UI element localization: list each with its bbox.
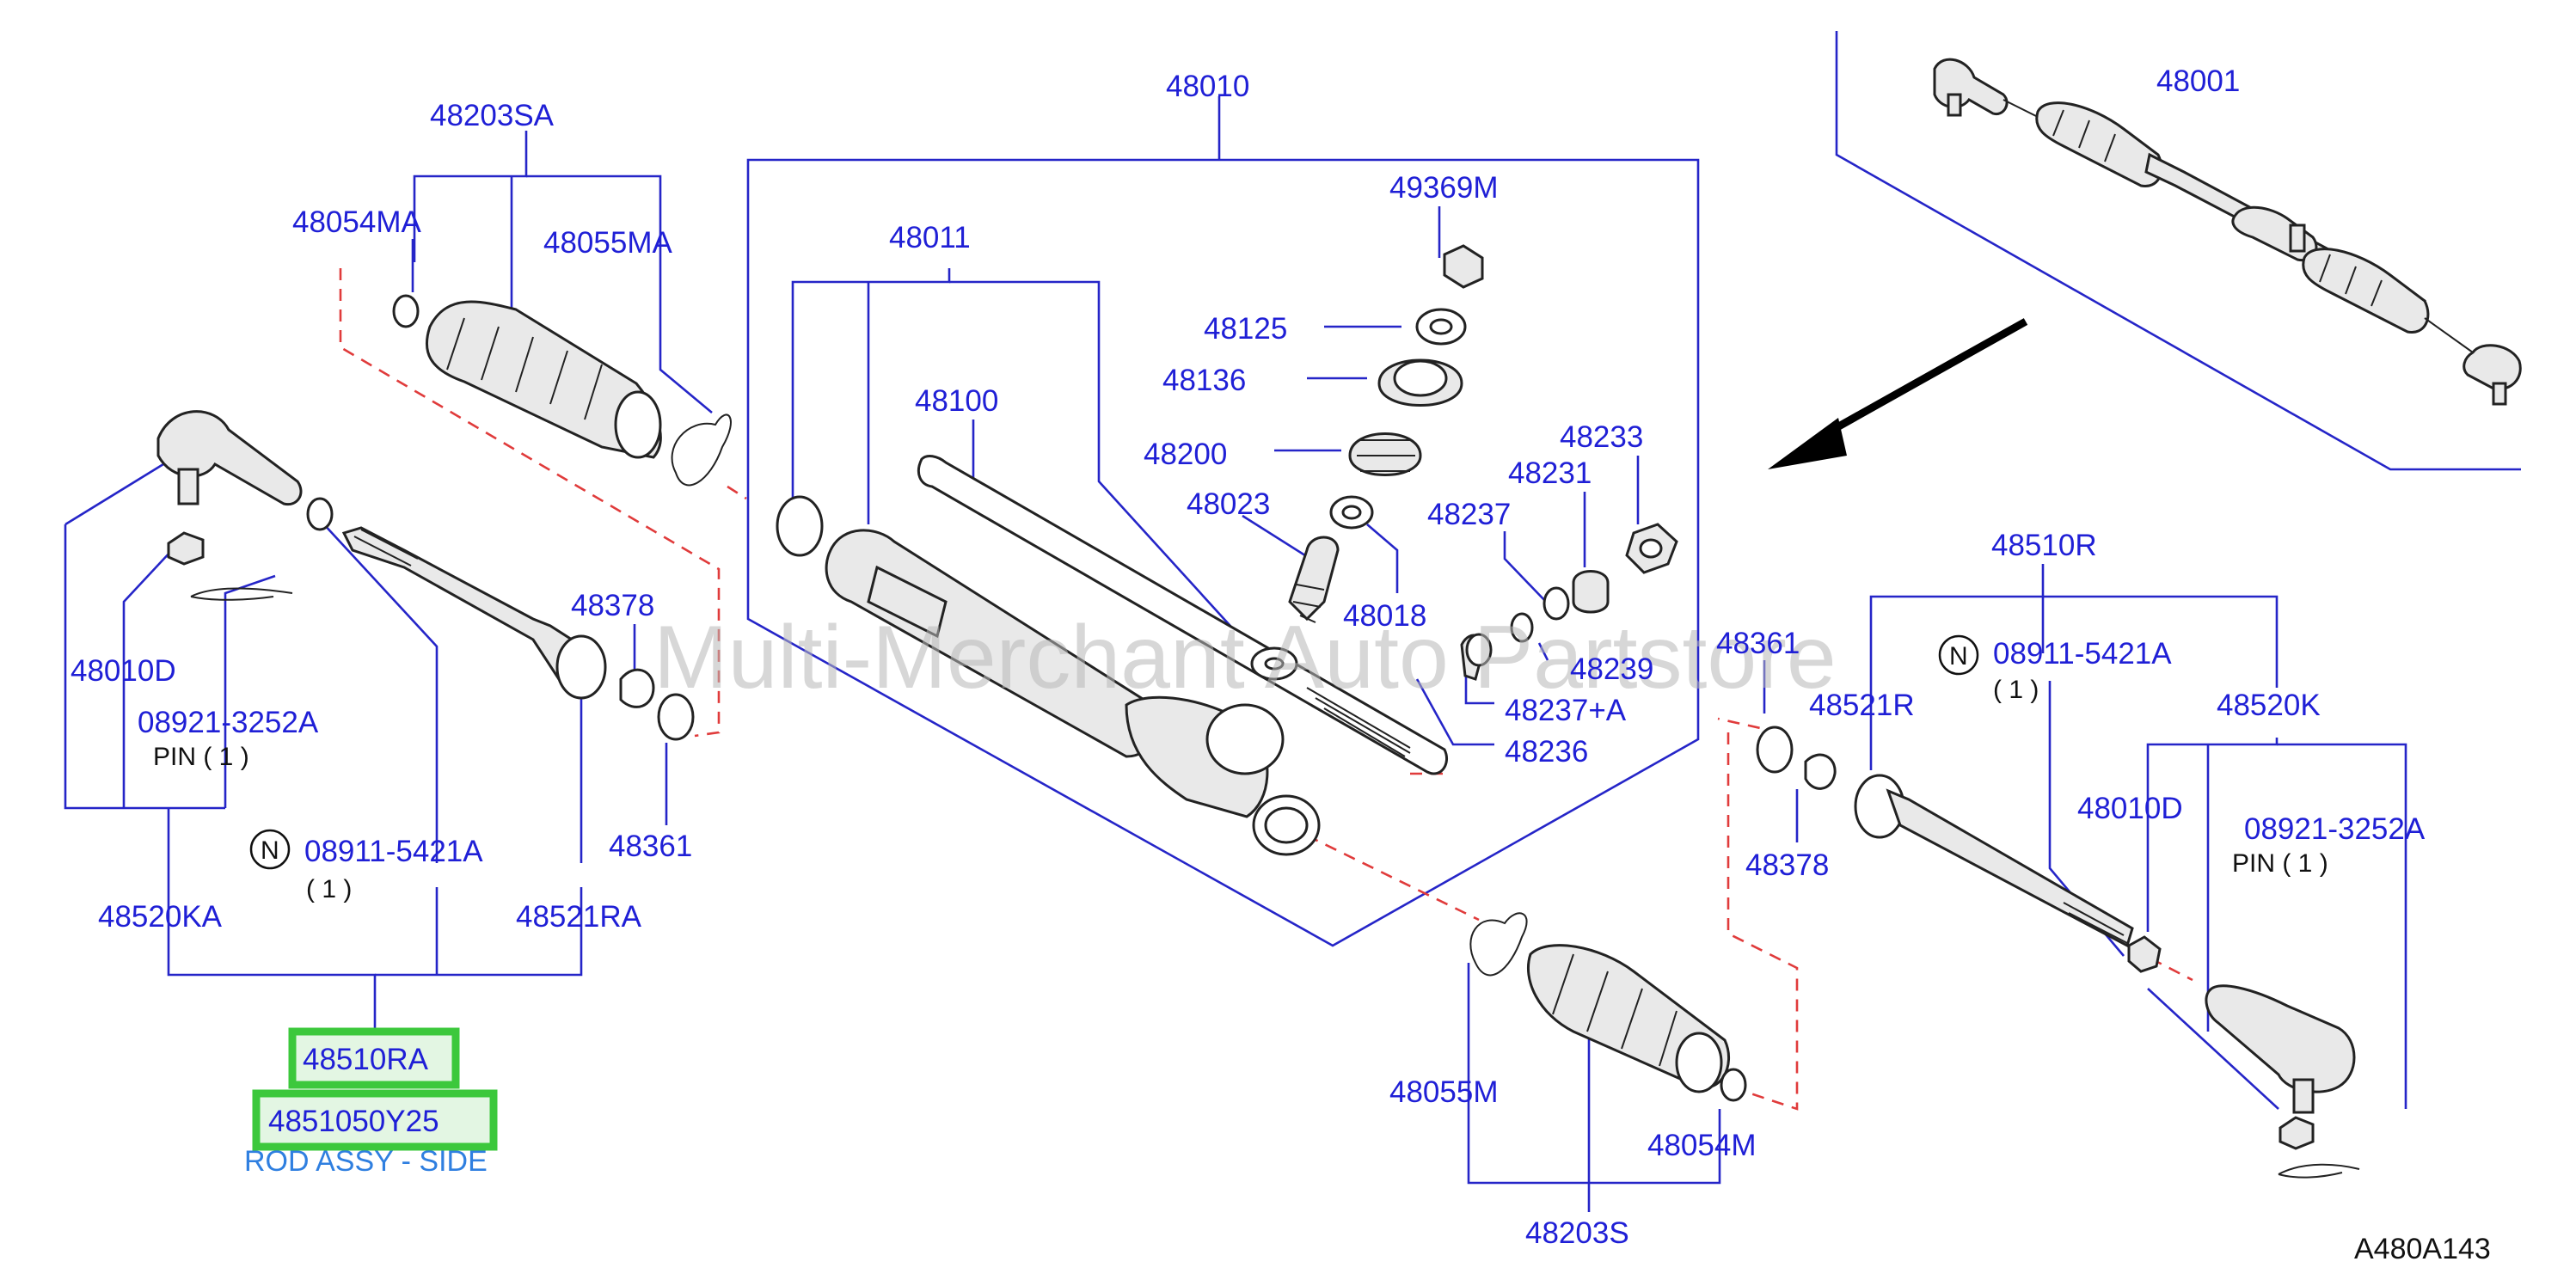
label-48136[interactable]: 48136 bbox=[1162, 364, 1246, 397]
left-tie-rod-end-part bbox=[156, 410, 334, 601]
label-48100[interactable]: 48100 bbox=[915, 384, 998, 418]
label-48520K[interactable]: 48520K bbox=[2217, 689, 2321, 722]
right-inner-rod-part bbox=[1756, 726, 2162, 973]
label-48521R[interactable]: 48521R bbox=[1809, 689, 1915, 722]
label-4851050Y25[interactable]: 4851050Y25 bbox=[268, 1105, 439, 1138]
quantity-08911-left: ( 1 ) bbox=[306, 875, 352, 903]
label-48520KA[interactable]: 48520KA bbox=[98, 900, 223, 934]
label-48231[interactable]: 48231 bbox=[1508, 456, 1592, 490]
pinion-stack-part bbox=[1250, 244, 1484, 681]
adjuster-parts bbox=[1460, 523, 1678, 681]
highlight-box-48510RA bbox=[288, 1027, 460, 1089]
parts bbox=[156, 58, 2522, 1179]
label-48237A[interactable]: 48237+A bbox=[1505, 694, 1627, 727]
label-08921-3252A-right[interactable]: 08921-3252A bbox=[2244, 812, 2426, 846]
label-48510R[interactable]: 48510R bbox=[1991, 529, 2097, 562]
n-circle-icon-right bbox=[1938, 634, 1979, 676]
label-08911-5421A-left[interactable]: 08911-5421A bbox=[304, 835, 483, 868]
label-48011[interactable]: 48011 bbox=[889, 221, 971, 254]
n-marker-right: N bbox=[1949, 642, 1968, 671]
label-48236[interactable]: 48236 bbox=[1505, 735, 1588, 769]
label-48361-right[interactable]: 48361 bbox=[1716, 627, 1800, 660]
label-48010D-left[interactable]: 48010D bbox=[71, 654, 176, 688]
label-48378-left[interactable]: 48378 bbox=[571, 589, 654, 622]
part-labels: 48010 48001 48203SA 48054MA 48055MA 4801… bbox=[71, 64, 2491, 1265]
rack-part bbox=[917, 455, 1448, 775]
n-marker-left: N bbox=[261, 836, 279, 865]
direction-arrow bbox=[1768, 318, 2028, 469]
right-boot-part bbox=[1469, 912, 1747, 1102]
label-48237[interactable]: 48237 bbox=[1427, 498, 1511, 531]
label-48378-right[interactable]: 48378 bbox=[1745, 848, 1829, 882]
highlight-boxes bbox=[252, 1027, 498, 1151]
label-48510RA[interactable]: 48510RA bbox=[303, 1043, 429, 1076]
reference-code: A480A143 bbox=[2354, 1233, 2491, 1265]
label-48018[interactable]: 48018 bbox=[1343, 599, 1426, 633]
watermark: Multi-Merchant Auto Partstore bbox=[653, 608, 1837, 707]
part-description: ROD ASSY - SIDE bbox=[244, 1145, 488, 1178]
label-48010[interactable]: 48010 bbox=[1166, 70, 1249, 103]
label-48055M[interactable]: 48055M bbox=[1389, 1075, 1498, 1109]
label-48055MA[interactable]: 48055MA bbox=[543, 226, 672, 260]
label-48203SA[interactable]: 48203SA bbox=[430, 99, 555, 132]
pin-quantity-left: PIN ( 1 ) bbox=[153, 743, 249, 771]
left-inner-rod-part bbox=[341, 526, 695, 741]
assembly-overview-part bbox=[1933, 58, 2522, 406]
label-48010D-right[interactable]: 48010D bbox=[2077, 792, 2183, 825]
label-48023[interactable]: 48023 bbox=[1187, 487, 1270, 521]
housing-pipe-part bbox=[776, 495, 1321, 856]
label-48001[interactable]: 48001 bbox=[2156, 64, 2240, 98]
label-48361-left[interactable]: 48361 bbox=[609, 830, 692, 863]
label-48054MA[interactable]: 48054MA bbox=[292, 205, 421, 239]
n-circle-icon-left bbox=[249, 829, 291, 870]
label-48521RA[interactable]: 48521RA bbox=[516, 900, 642, 934]
label-48125[interactable]: 48125 bbox=[1204, 312, 1287, 346]
label-48054M[interactable]: 48054M bbox=[1647, 1129, 1756, 1162]
label-08911-5421A-right[interactable]: 08911-5421A bbox=[1993, 637, 2172, 671]
label-48239[interactable]: 48239 bbox=[1570, 652, 1653, 686]
label-48203S[interactable]: 48203S bbox=[1525, 1216, 1629, 1250]
label-48200[interactable]: 48200 bbox=[1144, 438, 1227, 471]
highlight-box-4851050Y25 bbox=[252, 1089, 498, 1151]
left-boot-part bbox=[392, 294, 732, 487]
right-tie-rod-end-part bbox=[2205, 984, 2360, 1179]
pin-quantity-right: PIN ( 1 ) bbox=[2232, 849, 2328, 878]
label-48233[interactable]: 48233 bbox=[1560, 420, 1643, 454]
label-49369M[interactable]: 49369M bbox=[1389, 171, 1498, 205]
quantity-08911-right: ( 1 ) bbox=[1993, 676, 2039, 704]
label-08921-3252A-left[interactable]: 08921-3252A bbox=[138, 706, 319, 739]
